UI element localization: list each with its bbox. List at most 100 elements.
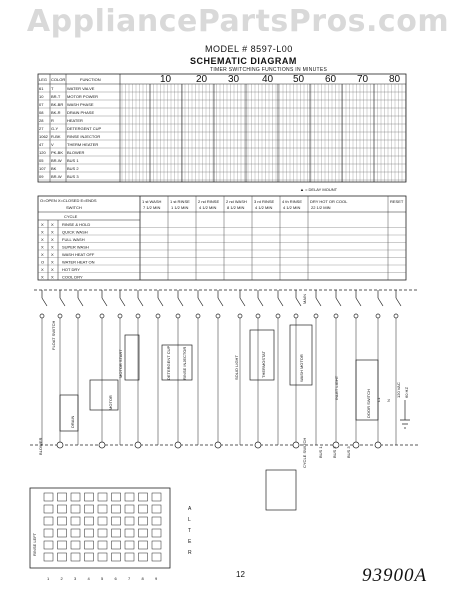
detergent-cup-solenoid (161, 344, 193, 381)
side-letter: L (188, 517, 191, 523)
terminal-cell (84, 492, 94, 502)
terminal-cell (111, 552, 121, 562)
switch-blade (395, 297, 402, 307)
side-letter: R (188, 550, 192, 556)
model-number: MODEL # 8597-L00 (205, 44, 293, 54)
timer-leg: 107 (39, 166, 46, 171)
terminal-cell (97, 552, 108, 562)
timer-function: MOTOR POWER (67, 94, 98, 99)
timer-function: HEATER (67, 118, 83, 123)
cycle-switch-label: SWITCH (66, 205, 82, 210)
rinse-injector-label: RINSE INJECTOR (182, 347, 187, 380)
timer-function: DRAIN PHASE (67, 110, 94, 115)
minute-tick: 20 (196, 74, 208, 85)
ground-symbol (400, 419, 410, 429)
timer-leg: 09 (39, 174, 44, 179)
timer-leg: 28 (39, 118, 44, 123)
cycle-row-label: FULL WASH (62, 237, 85, 242)
switch-blade (377, 297, 384, 307)
grid-number: 9 (155, 576, 158, 581)
grid-number: 5 (101, 576, 104, 581)
schematic-labels: FLOAT SWITCH MOTOR START MOTOR DRAIN DET… (38, 294, 409, 468)
terminal-cell (97, 504, 108, 514)
terminal-cell (57, 504, 67, 514)
cycle-col-header: RESET (390, 199, 404, 204)
terminal-cell (84, 516, 94, 526)
cycle-code: X (51, 260, 54, 265)
wash-motor-box (289, 324, 313, 386)
terminal-cell (138, 540, 148, 550)
timer-header-function: FUNCTION (80, 77, 101, 82)
timer-leg: 08 (39, 110, 44, 115)
timer-leg: 61 (39, 86, 44, 91)
timer-function: BUS 2 (67, 166, 79, 171)
grid-number: 7 (128, 576, 131, 581)
switch-contact (375, 313, 381, 319)
bottom-terminal (254, 441, 262, 449)
cycle-code: X (51, 267, 54, 272)
timer-function: WATER VALVE (67, 86, 95, 91)
minute-tick: 60 (325, 74, 337, 85)
switch-contact (175, 313, 181, 319)
timer-leg: 05 (39, 158, 44, 163)
cycle-row-label: COOL DRY (62, 275, 83, 280)
switch-columns (39, 290, 402, 319)
switch-contact (99, 313, 105, 319)
terminal-cell (151, 528, 162, 538)
minute-tick: 50 (293, 74, 305, 85)
cycle-col-header: 2 nd WASH (226, 199, 247, 204)
switch-contact (393, 313, 399, 319)
cycle-code: X (51, 245, 54, 250)
solid-light-label: SOLID LIGHT (234, 355, 239, 380)
bottom-terminal (56, 441, 64, 449)
document-code: 93900A (362, 565, 428, 586)
terminal-cell (57, 528, 67, 538)
cycle-col-header: 1 st RINSE (170, 199, 190, 204)
terminal-cell (43, 528, 54, 538)
cycle-row-label: QUICK WASH (62, 230, 88, 235)
terminal-cell (43, 492, 54, 502)
cycle-code: X (51, 252, 54, 257)
switch-contact (135, 313, 141, 319)
switch-blade (355, 297, 362, 307)
terminal-cell (84, 504, 94, 514)
grid-number: 1 (47, 576, 50, 581)
switch-blade (119, 297, 126, 307)
terminal-cell (111, 540, 121, 550)
terminal-cell (84, 552, 94, 562)
terminal-cell (57, 492, 67, 502)
bottom-terminal (134, 441, 142, 449)
switch-contact (215, 313, 221, 319)
timer-header-color: COLOR (51, 77, 65, 82)
switch-contact (255, 313, 261, 319)
timer-leg: 1062 (39, 134, 49, 139)
timer-color: BR-W (51, 158, 62, 163)
terminal-cell (151, 540, 162, 550)
cycle-col-minutes: 4 1/2 MIN (199, 205, 216, 210)
timer-color: G-Y (51, 126, 58, 131)
motor-start-relay (124, 334, 140, 381)
cycle-switch: X (41, 237, 44, 242)
grid-number: 8 (142, 576, 145, 581)
switch-blade (257, 297, 264, 307)
switch-contact (237, 313, 243, 319)
side-letters: A L T E R (188, 506, 192, 556)
switch-blade (177, 297, 184, 307)
door-switch-label: DOOR SWITCH (366, 389, 371, 418)
detergent-cup-label: DETERGENT CUP (166, 346, 171, 380)
switch-blade (295, 297, 302, 307)
terminal-cell (111, 528, 121, 538)
main-label: MAIN (302, 294, 307, 304)
minute-tick: 40 (262, 74, 274, 85)
terminal-cell (97, 492, 108, 502)
terminal-cell (151, 504, 162, 514)
switch-blade (239, 297, 246, 307)
timer-function: BUS 3 (67, 174, 79, 179)
terminal-cell (151, 552, 162, 562)
switch-contact (353, 313, 359, 319)
terminal-cell (43, 540, 54, 550)
side-letter: T (188, 528, 191, 534)
bus3-label: BUS 3 (346, 446, 351, 458)
